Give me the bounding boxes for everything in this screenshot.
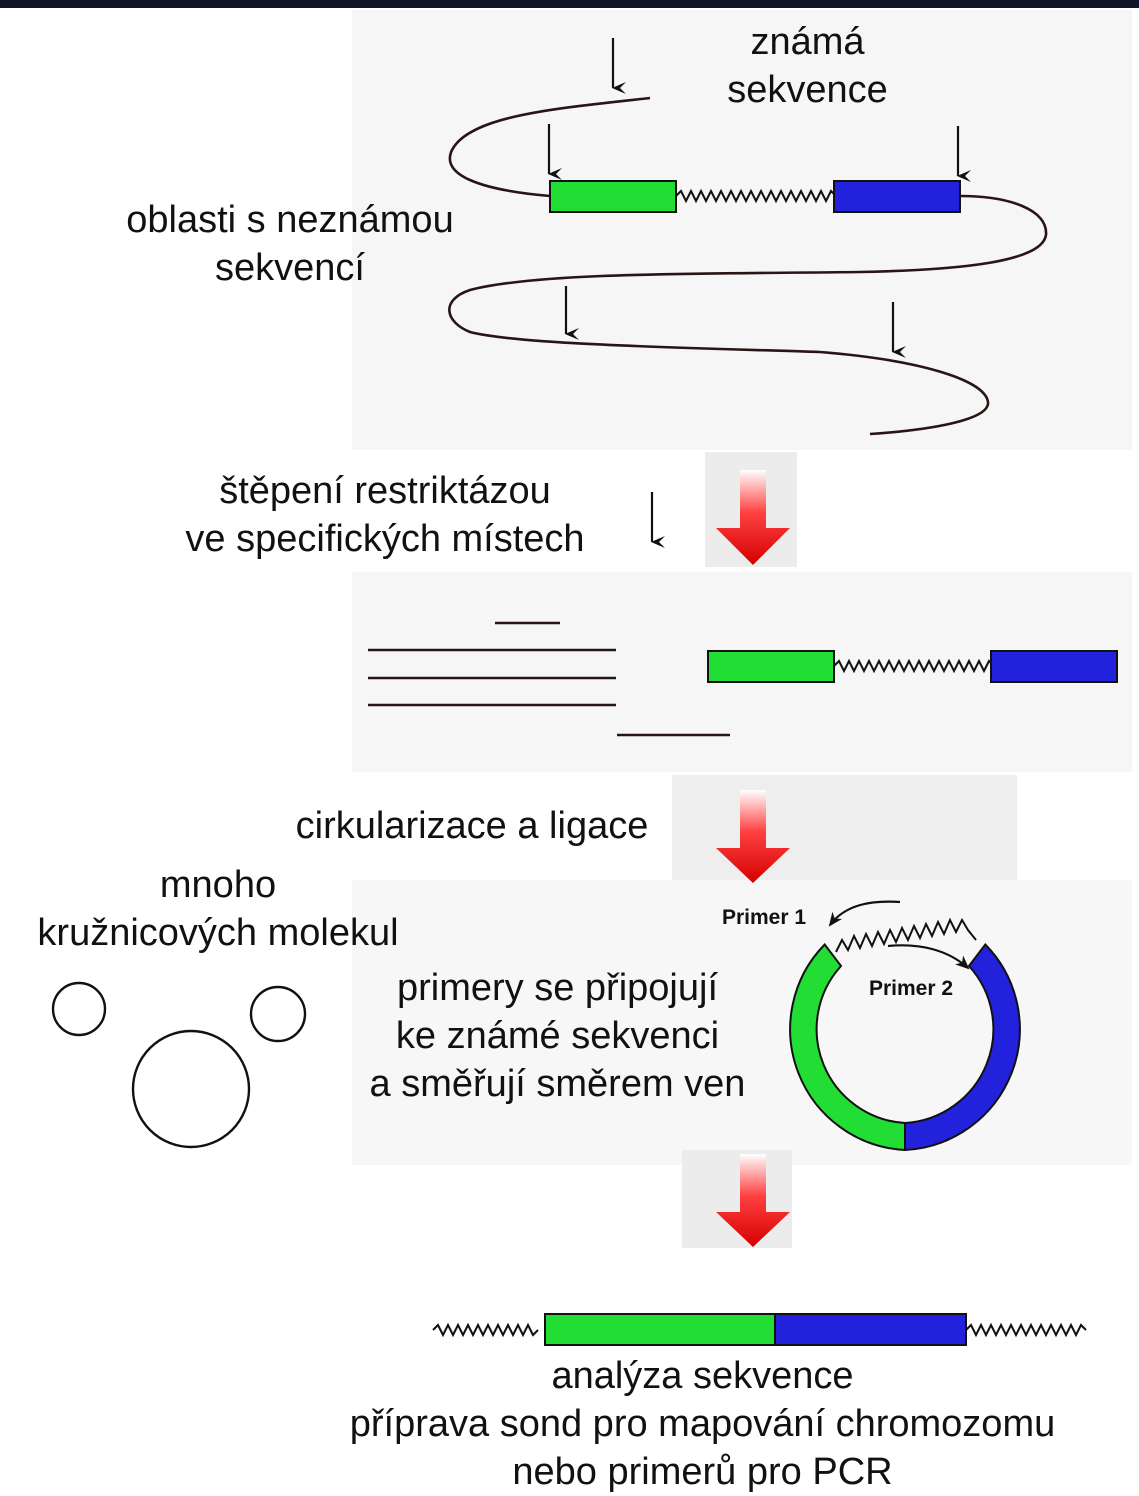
result-zigzag-right [965,1322,1087,1338]
label-result-line2: příprava sond pro mapování chromozomu [349,1403,1056,1445]
label-primer-2: Primer 2 [869,977,954,1000]
result-blue [774,1313,967,1346]
label-cleavage-line2: ve specifických místech [185,518,585,560]
label-result-line3: nebo primerů pro PCR [512,1451,893,1493]
label-circularization: cirkularizace a ligace [295,805,649,847]
label-unknown-regions-line1: oblasti s neznámou [126,199,454,241]
top-border [0,0,1139,8]
label-primers: primery se připojují ke známé sekvenci a… [335,964,780,1108]
genomic-dna [448,96,1048,436]
dna-fragments [368,621,730,737]
result-zigzag-left [432,1322,539,1338]
label-result: analýza sekvence příprava sond pro mapov… [290,1352,1115,1496]
label-unknown-regions-line2: sekvencí [215,247,365,289]
fragment-green [707,650,835,683]
panel-top [352,10,1132,450]
circular-dna [789,900,1021,1152]
known-seq-blue [833,180,961,213]
label-primers-line2: ke známé sekvenci [395,1015,720,1057]
label-primer-1: Primer 1 [722,906,807,929]
known-seq-green [549,180,677,213]
panel-arrow-2 [672,775,1017,883]
result-green [544,1313,776,1346]
label-primers-line1: primery se připojují [397,967,718,1009]
label-many-circles-line1: mnoho [159,864,277,906]
label-unknown-regions: oblasti s neznámou sekvencí [100,196,480,292]
label-known-sequence: známá sekvence [700,18,915,114]
unknown-zigzag-top [675,188,837,204]
fragment-blue [990,650,1118,683]
label-primers-line3: a směřují směrem ven [369,1063,746,1105]
restriction-site-arrow [547,38,971,548]
label-cleavage: štěpení restriktázou ve specifických mís… [150,467,620,563]
label-known-sequence-line2: sekvence [727,69,888,111]
circular-molecules [51,981,307,1149]
red-down-arrow [716,470,790,1247]
label-result-line1: analýza sekvence [551,1355,854,1397]
fragment-zigzag [833,658,995,674]
label-cleavage-line1: štěpení restriktázou [219,470,551,512]
label-many-circles: mnoho kružnicových molekul [8,861,428,957]
label-known-sequence-line1: známá [750,21,865,63]
label-many-circles-line2: kružnicových molekul [37,912,399,954]
